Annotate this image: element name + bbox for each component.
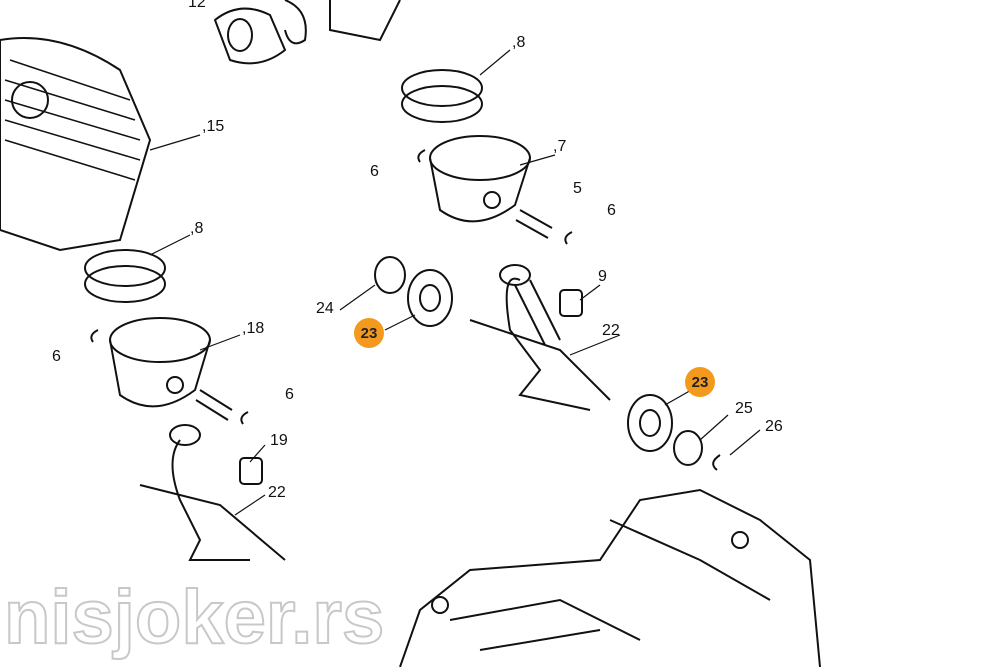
callout-12: 12 [188,0,206,11]
callout-8: ,8 [512,34,526,51]
leader-lines [149,49,761,516]
callout-19: 19 [270,432,288,449]
piston [429,135,531,223]
circlip [417,149,426,163]
highlighted-callout-23: 23 [685,367,715,397]
callout-6: 6 [285,386,294,403]
piston-pin [195,389,233,421]
crankshaft [139,424,286,561]
callout-18: ,18 [242,320,265,337]
callout-8: ,8 [190,220,204,237]
piston-ring [84,249,166,287]
callout-24: 24 [316,300,334,317]
crankcase [399,488,821,667]
piston-ring [84,265,166,303]
watermark: nisjoker.rs [3,575,385,660]
oil-seal [374,256,406,294]
piston-pin [515,209,553,239]
callout-7: ,7 [553,138,567,155]
piston-ring [401,69,483,107]
piston [109,317,211,408]
callout-5: 5 [573,180,582,197]
callout-25: 25 [735,400,753,417]
intake-manifold [213,0,401,65]
crankshaft [469,264,611,411]
oil-seal [673,430,703,466]
callout-6: 6 [607,202,616,219]
ball-bearing [407,269,453,327]
ball-bearing [627,394,673,452]
needle-cage [239,457,263,485]
circlip [90,329,99,343]
callout-6: 6 [370,163,379,180]
highlighted-callout-23: 23 [354,318,384,348]
callout-6: 6 [52,348,61,365]
callout-26: 26 [765,418,783,435]
ball-bearing-inner [639,409,661,437]
circlip [240,411,249,425]
ball-bearing-inner [419,284,441,312]
snap-ring [712,454,721,471]
piston-ring [401,85,483,123]
callout-9: 9 [598,268,607,285]
needle-cage [559,289,583,317]
circlip [564,231,573,245]
callout-22: 22 [602,322,620,339]
callout-15: ,15 [202,118,225,135]
callout-22: 22 [268,484,286,501]
cylinder [0,37,152,252]
